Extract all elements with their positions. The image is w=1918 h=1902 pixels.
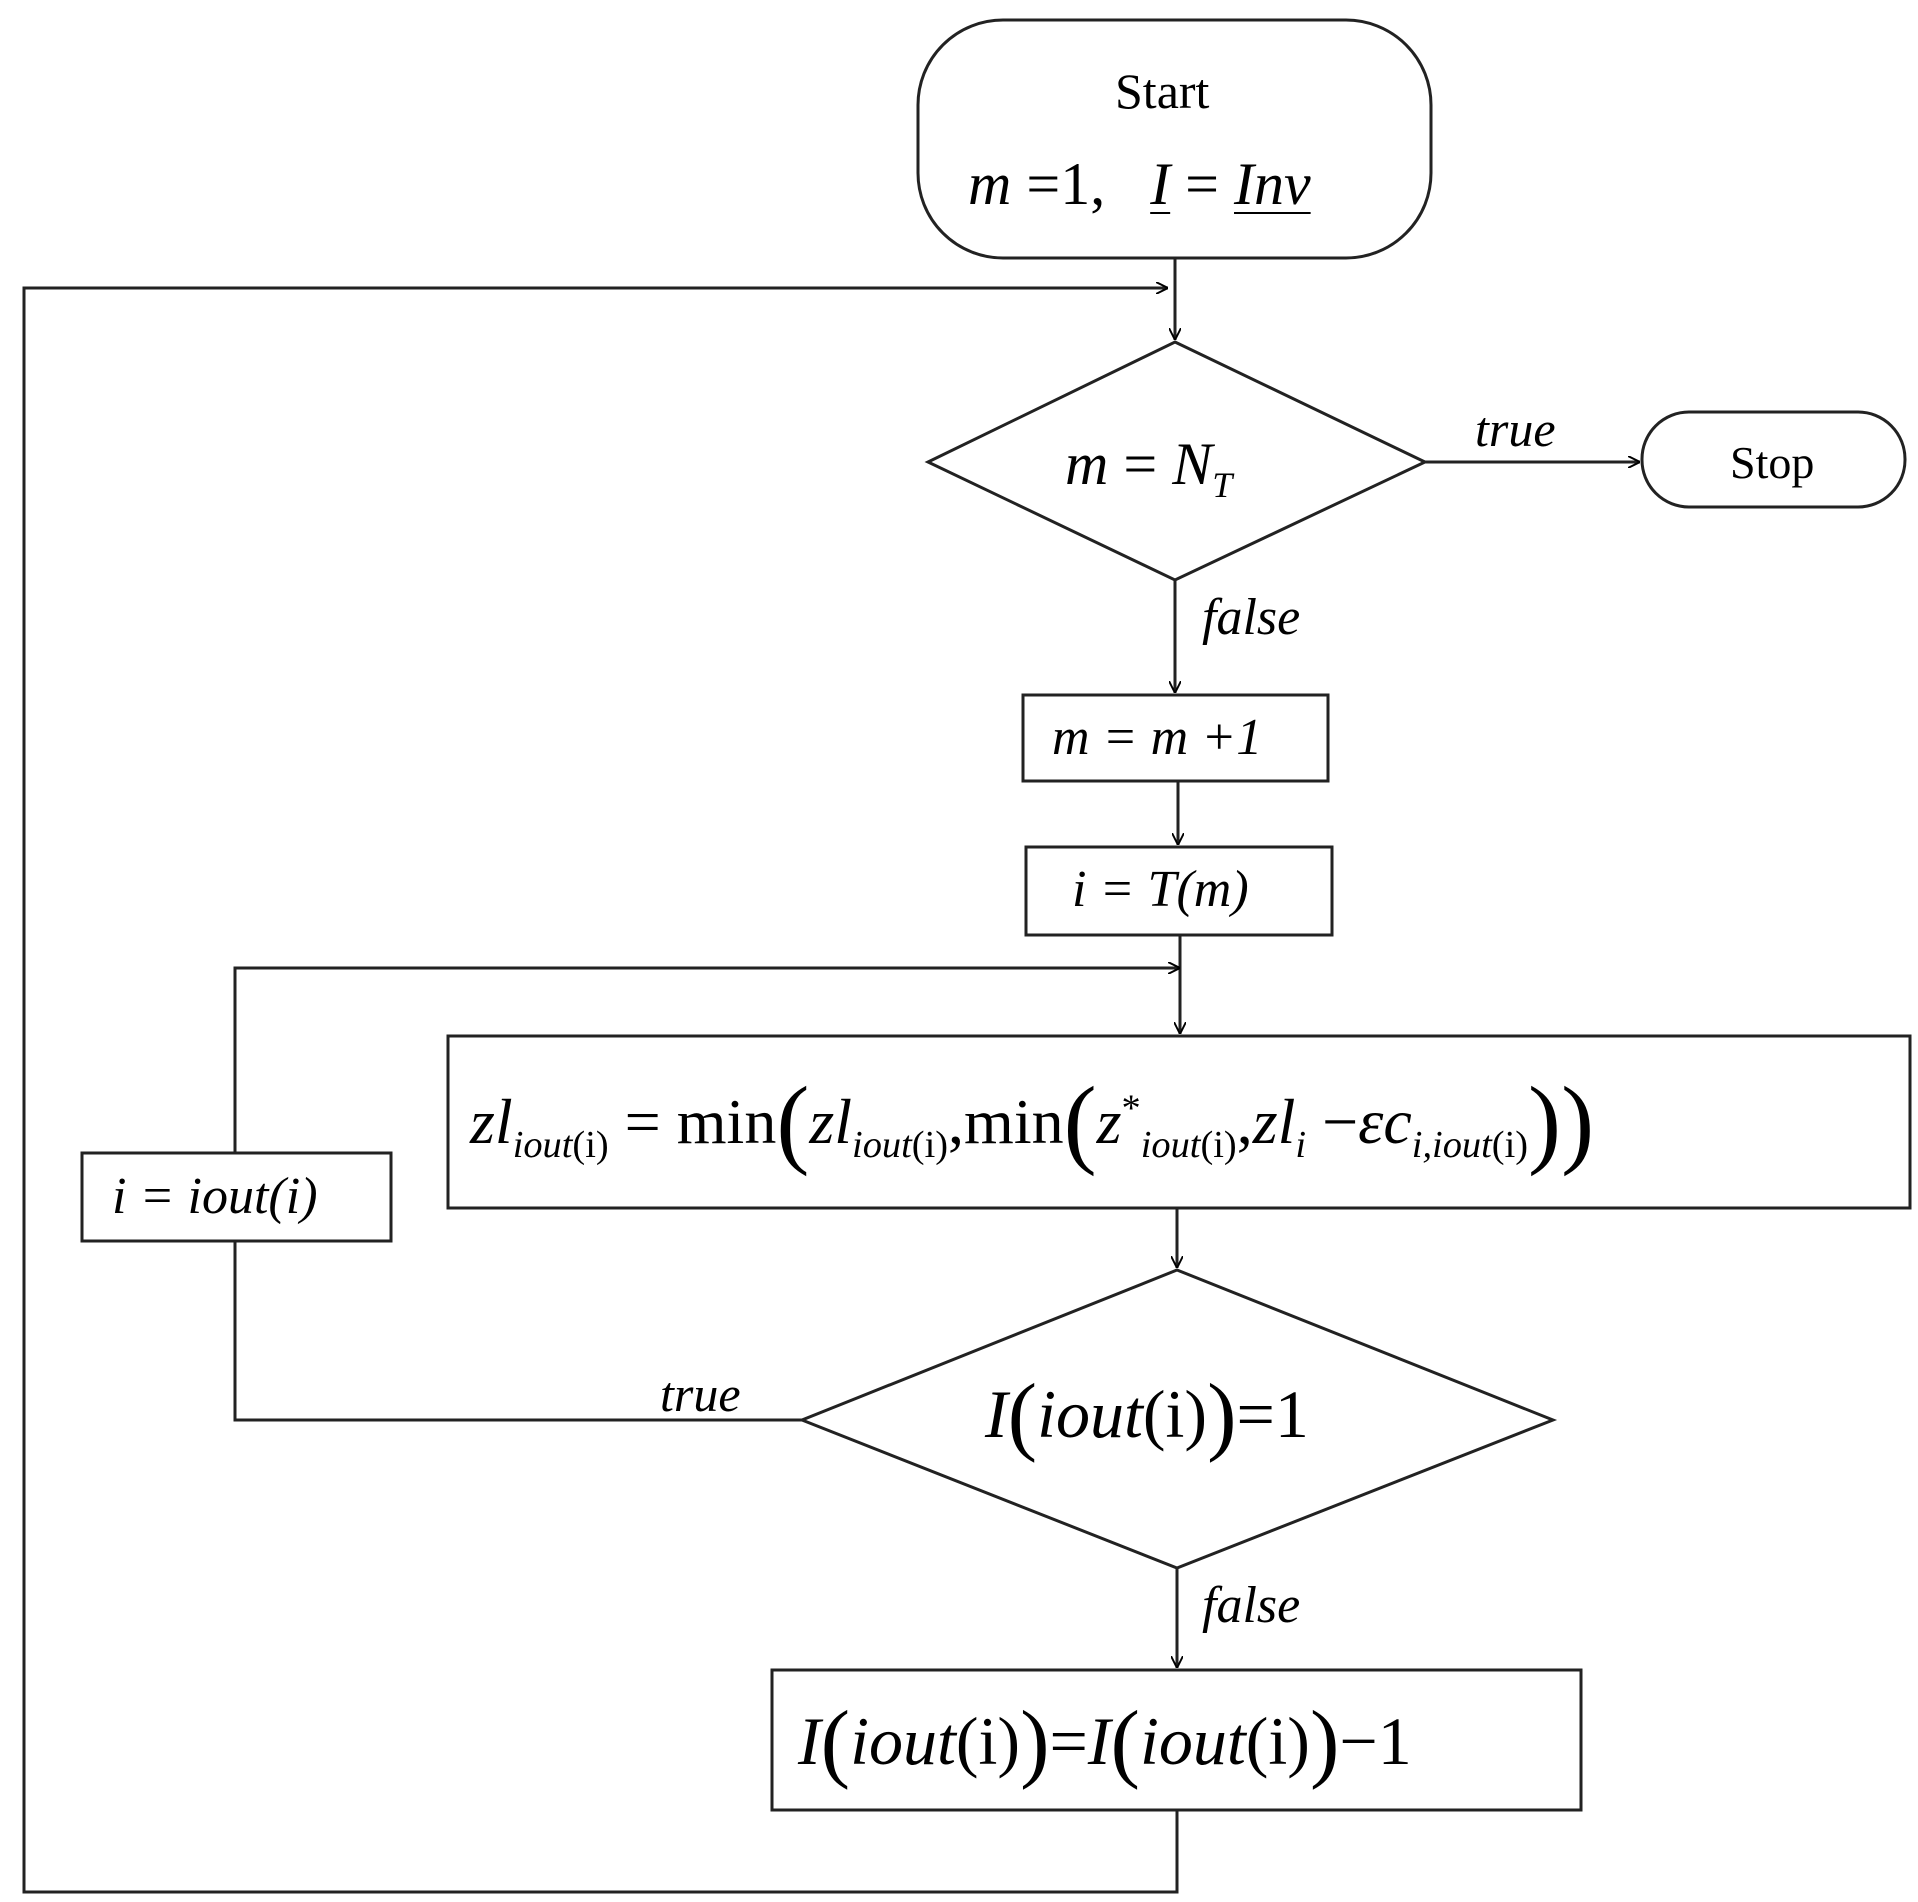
loop-iout-to-update (233, 968, 1180, 1153)
edge-label-false-1: false (1202, 589, 1301, 646)
loop-decision2-true-to-iout (233, 1241, 802, 1422)
step-i-assign-text: i = T(m) (1072, 861, 1249, 918)
loop-decrement-to-decision1 (22, 288, 1179, 1894)
decrement-formula: I(iout(i))=I(iout(i))−1 (798, 1693, 1412, 1792)
edge-label-true-top: true (1475, 401, 1556, 457)
edge-label-false-2: false (1202, 1577, 1301, 1634)
step-m-increment-box (1021, 693, 1330, 783)
start-terminal (916, 18, 1433, 260)
edge-label-true-left: true (660, 1366, 741, 1422)
update-zl-box (446, 1034, 1912, 1210)
stop-label: Stop (1730, 437, 1815, 488)
step-i-iout-text: i = iout(i) (112, 1168, 318, 1225)
stop-terminal (1640, 410, 1907, 509)
start-init-formula: m =1, I = Inv (968, 151, 1311, 217)
decision2-formula: I(iout(i))=1 (985, 1366, 1309, 1465)
step-m-increment-text: m = m +1 (1052, 709, 1263, 766)
update-formula: zliout(i) = min(zliout(i),min(z*iout(i),… (470, 1067, 1595, 1177)
start-label: Start (1115, 63, 1210, 119)
decision1-formula: m = NT (1065, 431, 1233, 505)
